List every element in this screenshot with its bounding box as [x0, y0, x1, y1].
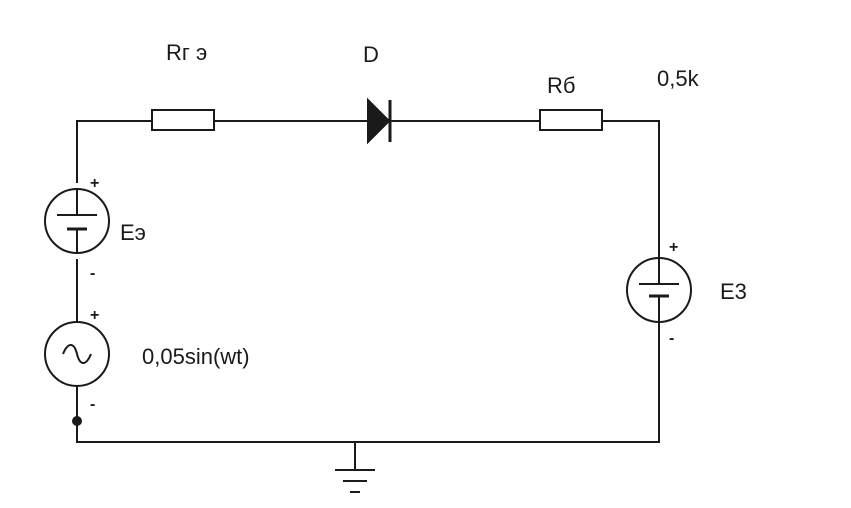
left-battery-label: Eэ	[120, 220, 146, 245]
diode-label: D	[363, 42, 379, 67]
source-resistor	[151, 109, 215, 131]
diode-triangle	[367, 97, 391, 145]
diode	[367, 97, 392, 145]
left-battery-plus: +	[90, 175, 99, 192]
left-battery	[44, 188, 110, 254]
load-resistor-value: 0,5k	[657, 66, 700, 91]
ac-wave	[62, 344, 92, 364]
bottom-wire	[76, 321, 660, 443]
top-left-wire	[76, 120, 152, 183]
load-resistor	[539, 109, 603, 131]
left-battery-minus: -	[90, 265, 95, 282]
wires	[76, 120, 660, 470]
top-right-wire	[602, 120, 660, 258]
ac-source-label: 0,05sin(wt)	[142, 344, 250, 369]
right-battery-minus: -	[669, 330, 674, 347]
right-battery	[626, 257, 692, 323]
right-battery-plus: +	[669, 239, 678, 256]
right-battery-label: E3	[720, 279, 747, 304]
load-resistor-label: Rб	[547, 73, 576, 98]
ac-source	[44, 321, 110, 387]
junction-dot	[72, 416, 82, 426]
ac-source-plus: +	[90, 307, 99, 324]
ground-icon	[335, 469, 375, 493]
source-resistor-label: Rг э	[166, 40, 207, 65]
ac-source-minus: -	[90, 396, 95, 413]
